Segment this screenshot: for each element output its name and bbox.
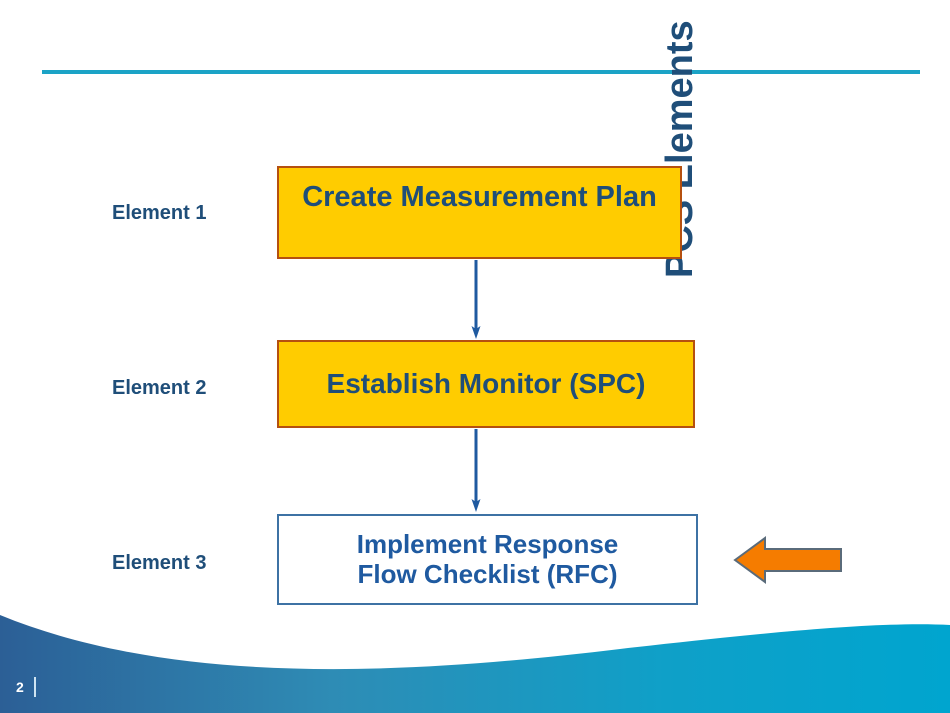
process-box-label-line-2: Flow Checklist (RFC)	[357, 558, 618, 589]
page-number-divider	[33, 677, 36, 697]
page-number-value: 2	[16, 679, 24, 695]
row-label-element-3: Element 3	[112, 552, 207, 574]
connector-arrow-1	[470, 260, 482, 340]
process-box-create-measurement-plan[interactable]: Create Measurement Plan	[277, 166, 682, 259]
left-arrow-icon	[733, 534, 843, 586]
process-box-label-line-1: Implement Response	[356, 529, 619, 560]
process-box-establish-monitor[interactable]: Establish Monitor (SPC)	[277, 340, 695, 428]
footer-wave-decoration	[0, 593, 950, 713]
process-box-label: Create Measurement Plan	[302, 181, 657, 213]
page-number: 2	[16, 677, 36, 697]
row-label-element-1: Element 1	[112, 202, 207, 224]
process-box-label: Establish Monitor (SPC)	[326, 368, 646, 400]
process-box-implement-response-flow-checklist[interactable]: Implement Response Flow Checklist (RFC)	[277, 514, 698, 605]
accent-rule	[42, 70, 920, 74]
connector-arrow-2	[470, 429, 482, 513]
row-label-element-2: Element 2	[112, 377, 207, 399]
